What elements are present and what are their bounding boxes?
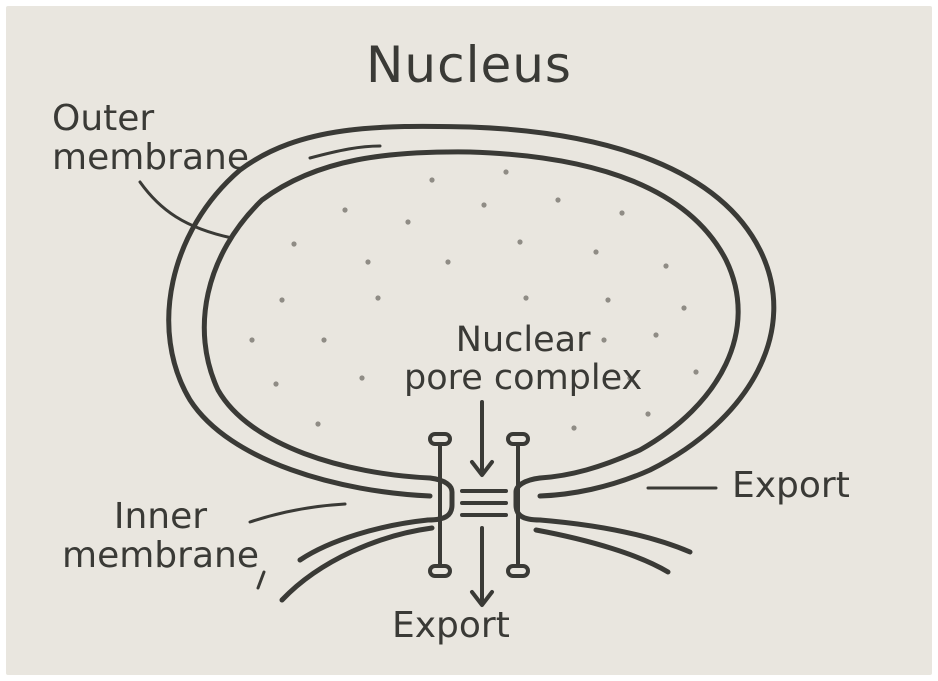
nucleoplasm-dot — [273, 381, 278, 386]
nucleoplasm-dot — [681, 305, 686, 310]
nucleoplasm-dot — [517, 239, 522, 244]
inner-membrane-label-line1: Inner — [62, 498, 259, 537]
lower-membrane-left-1 — [300, 520, 428, 560]
nucleoplasm-dot — [279, 297, 284, 302]
nucleoplasm-dot — [481, 202, 486, 207]
nucleoplasm-dot — [445, 259, 450, 264]
nucleoplasm-dot — [503, 169, 508, 174]
npc-label-line1: Nuclear — [404, 322, 642, 360]
export-label-right: Export — [732, 467, 850, 506]
nucleoplasm-dot — [405, 219, 410, 224]
diagram-title: Nucleus — [0, 38, 938, 92]
inner-membrane-leader — [250, 504, 345, 522]
nucleoplasm-dot — [429, 177, 434, 182]
nucleoplasm-dot — [693, 369, 698, 374]
nucleoplasm-dot — [663, 263, 668, 268]
nucleoplasm-dot — [571, 425, 576, 430]
nucleoplasm-dot — [605, 297, 610, 302]
nuclear-pore-complex-label: Nuclear pore complex — [404, 322, 642, 398]
outer-membrane-label: Outer membrane — [52, 100, 249, 178]
inner-membrane-label-line2: membrane — [62, 537, 259, 576]
pore-knob-top-right — [508, 434, 528, 444]
npc-label-line2: pore complex — [404, 360, 642, 398]
nucleoplasm-dot — [249, 337, 254, 342]
inner-membrane-label: Inner membrane — [62, 498, 259, 576]
nucleoplasm-dot — [321, 337, 326, 342]
nucleoplasm-dot — [523, 295, 528, 300]
pore-knob-bottom-right — [508, 566, 528, 576]
nucleoplasm-dot — [593, 249, 598, 254]
inner-membrane-line — [204, 152, 738, 478]
nucleoplasm-dot — [645, 411, 650, 416]
lower-membrane-left-2 — [282, 528, 432, 600]
nucleoplasm-dot — [365, 259, 370, 264]
nucleoplasm-dot — [342, 207, 347, 212]
pore-knob-bottom-left — [430, 566, 450, 576]
nucleoplasm-dot — [315, 421, 320, 426]
nucleoplasm-dot — [653, 332, 658, 337]
export-label-bottom: Export — [392, 607, 510, 646]
outer-membrane-line — [169, 126, 774, 496]
nucleoplasm-dot — [619, 210, 624, 215]
nucleoplasm-dot — [555, 197, 560, 202]
nucleoplasm-dot — [375, 295, 380, 300]
pore-knob-top-left — [430, 434, 450, 444]
outer-membrane-label-line1: Outer — [52, 100, 249, 139]
nucleoplasm-dot — [359, 375, 364, 380]
nucleoplasm-dot — [291, 241, 296, 246]
outer-membrane-label-line2: membrane — [52, 139, 249, 178]
